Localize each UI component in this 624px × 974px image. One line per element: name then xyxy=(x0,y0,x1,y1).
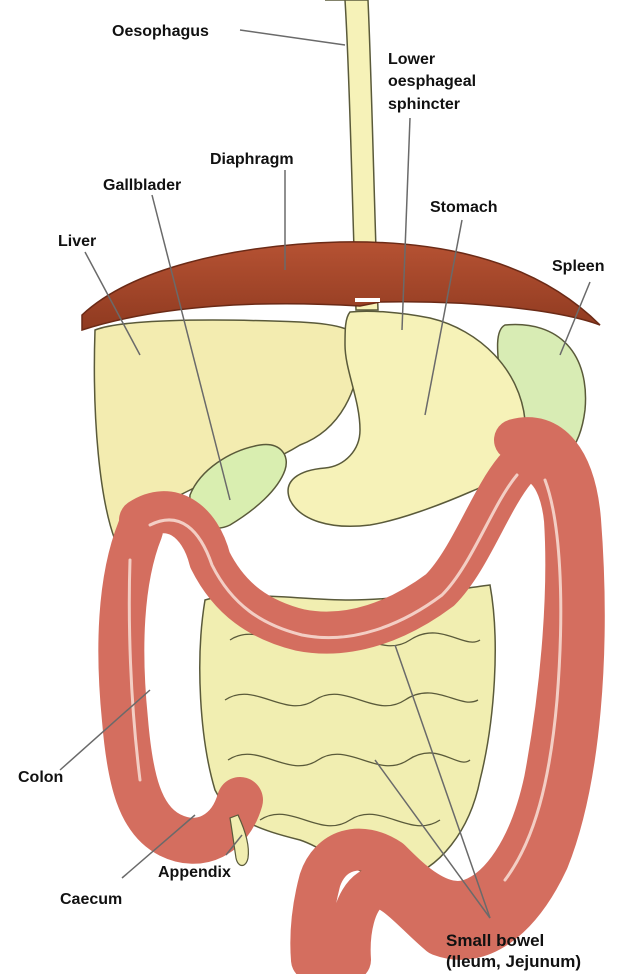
label-small-bowel-line2: (Ileum, Jejunum) xyxy=(446,951,581,973)
label-small-bowel-line1: Small bowel xyxy=(446,930,544,952)
label-lower-sphincter-line3: sphincter xyxy=(388,95,460,115)
diaphragm-shape xyxy=(82,242,600,330)
label-lower-sphincter-line2: oesphageal xyxy=(388,72,476,92)
label-spleen: Spleen xyxy=(552,257,604,277)
label-caecum: Caecum xyxy=(60,890,122,910)
label-lower-sphincter-line1: Lower xyxy=(388,50,435,70)
label-oesophagus: Oesophagus xyxy=(112,22,209,42)
label-gallbladder: Gallblader xyxy=(103,176,181,196)
leader-oesophagus xyxy=(240,30,345,45)
label-diaphragm: Diaphragm xyxy=(210,150,294,170)
label-colon: Colon xyxy=(18,768,63,788)
label-liver: Liver xyxy=(58,232,96,252)
label-stomach: Stomach xyxy=(430,198,498,218)
label-appendix: Appendix xyxy=(158,863,231,883)
